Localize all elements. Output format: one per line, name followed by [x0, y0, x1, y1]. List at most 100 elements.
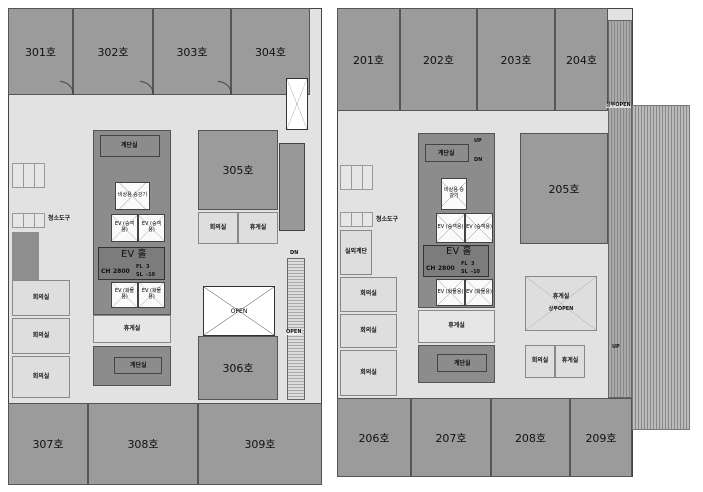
room-label: 회의실 [32, 293, 50, 301]
outdoor-terrace-wing [632, 105, 690, 430]
ev-hall-label: EV 홀 [446, 246, 472, 257]
unit-label: 207호 [435, 431, 467, 445]
unit-203: 203호 [477, 8, 555, 111]
room-label: 회의실 [32, 372, 50, 380]
lounge: 휴게실 [418, 310, 495, 343]
unit-label: 205호 [548, 182, 580, 196]
unit-label: 307호 [32, 438, 64, 451]
room-label: 실외계단 [344, 248, 368, 256]
room-label: 휴게실 [552, 293, 570, 301]
ch-label: CH [426, 265, 436, 272]
open-label: OPEN [230, 307, 248, 315]
fl-value: 3 [146, 264, 150, 270]
sl-value: -10 [146, 272, 156, 278]
stairwell: 계단실 [100, 135, 160, 157]
room-label: 휴게실 [448, 322, 465, 330]
upper-open-label: 상부OPEN [548, 306, 574, 313]
room-label: 휴게실 [249, 223, 267, 231]
unit-207: 207호 [411, 398, 491, 477]
meeting-room: 휴게실 [555, 345, 585, 378]
fl-label: FL [461, 261, 468, 267]
corridor-strip [608, 20, 632, 398]
unit-label: 302호 [97, 45, 129, 59]
unit-label: 303호 [176, 45, 208, 59]
unit-label: 204호 [565, 53, 598, 67]
room-label: 계단실 [454, 360, 471, 367]
room-label: 비상용 승강기 [117, 192, 148, 199]
stairwell: 계단실 [425, 144, 469, 162]
lounge: 휴게실 [93, 315, 171, 343]
room-label: 회의실 [360, 290, 377, 298]
toilet-area [340, 212, 373, 227]
unit-label: 203호 [500, 53, 532, 67]
unit-201: 201호 [337, 8, 400, 111]
room-label: 계단실 [130, 362, 147, 369]
dn-label: DN [290, 250, 299, 256]
unit-202: 202호 [400, 8, 477, 111]
stair-strip [287, 258, 305, 400]
stairwell: 계단실 [437, 354, 487, 372]
open-label: OPEN [286, 329, 302, 335]
emergency-elevator: 비상용 승강기 [441, 178, 467, 210]
unit-label: 304호 [254, 45, 287, 59]
cleaning-label: 청소도구 [376, 216, 399, 223]
sl-label: SL [461, 269, 468, 275]
open-void: OPEN [203, 286, 275, 336]
unit-label: 308호 [127, 438, 159, 451]
unit-204: 204호 [555, 8, 608, 111]
elevator: EV (화물용) [138, 282, 165, 308]
ev-hall-label: EV 홀 [121, 249, 147, 260]
fl-value: 3 [471, 261, 475, 267]
elevator: EV (화물용) [465, 279, 493, 306]
room-label: 회의실 [360, 326, 377, 334]
sl-value: -10 [471, 269, 481, 275]
unit-label: 306호 [222, 362, 254, 375]
cleaning-label: 청소도구 [48, 215, 71, 222]
unit-label: 209호 [585, 431, 617, 445]
unit-308: 308호 [88, 403, 198, 485]
toilet-area [340, 165, 373, 190]
meeting-room: 회의실 [12, 318, 70, 354]
unit-309: 309호 [198, 403, 322, 485]
room-label: 회의실 [360, 368, 377, 376]
unit-label: 201호 [352, 53, 385, 67]
unit-208: 208호 [491, 398, 570, 477]
unit-302: 302호 [73, 8, 153, 95]
elevator: EV (화물용) [111, 282, 138, 308]
meeting-room: 회의실 [12, 280, 70, 316]
meeting-room: 회의실 [340, 277, 397, 312]
lounge-small: 휴게실 [238, 212, 278, 244]
meeting-room: 회의실 [525, 345, 555, 378]
shaft-box [286, 78, 308, 130]
stair-core-bottom: 계단실 [93, 346, 171, 386]
unit-205: 205호 [520, 133, 608, 244]
unit-306: 306호 [198, 336, 278, 400]
up-label: UP [474, 138, 482, 144]
room-label: 회의실 [32, 331, 50, 339]
stairwell: 계단실 [114, 357, 162, 374]
room-label: 휴게실 [561, 357, 579, 365]
meeting-room: 회의실 [12, 356, 70, 398]
outdoor-stair-room: 실외계단 [340, 230, 372, 275]
unit-label: 305호 [222, 164, 254, 177]
room-label: EV (승객용) [114, 221, 135, 233]
elevator: EV (화물용) [436, 279, 465, 306]
room-label: EV (승객용) [437, 224, 464, 231]
unit-label: 206호 [358, 431, 390, 445]
room-label: 회의실 [531, 357, 549, 365]
room-label: EV (승객용) [466, 224, 492, 231]
service-room [12, 232, 39, 280]
unit-label: 309호 [244, 438, 276, 451]
ch-value: 2800 [438, 265, 455, 272]
room-label: EV (화물용) [114, 288, 135, 300]
fl-label: FL [136, 264, 143, 270]
unit-303: 303호 [153, 8, 231, 95]
room-label: EV (화물용) [437, 288, 464, 295]
ev-hall: EV 홀 CH 2800 FL 3 SL -10 [423, 245, 489, 277]
room-label: EV (화물용) [466, 288, 492, 295]
sl-label: SL [136, 272, 143, 278]
room-label: EV (화물용) [141, 288, 162, 300]
room-label: EV (승객용) [141, 221, 162, 233]
emergency-elevator: 비상용 승강기 [115, 182, 150, 210]
